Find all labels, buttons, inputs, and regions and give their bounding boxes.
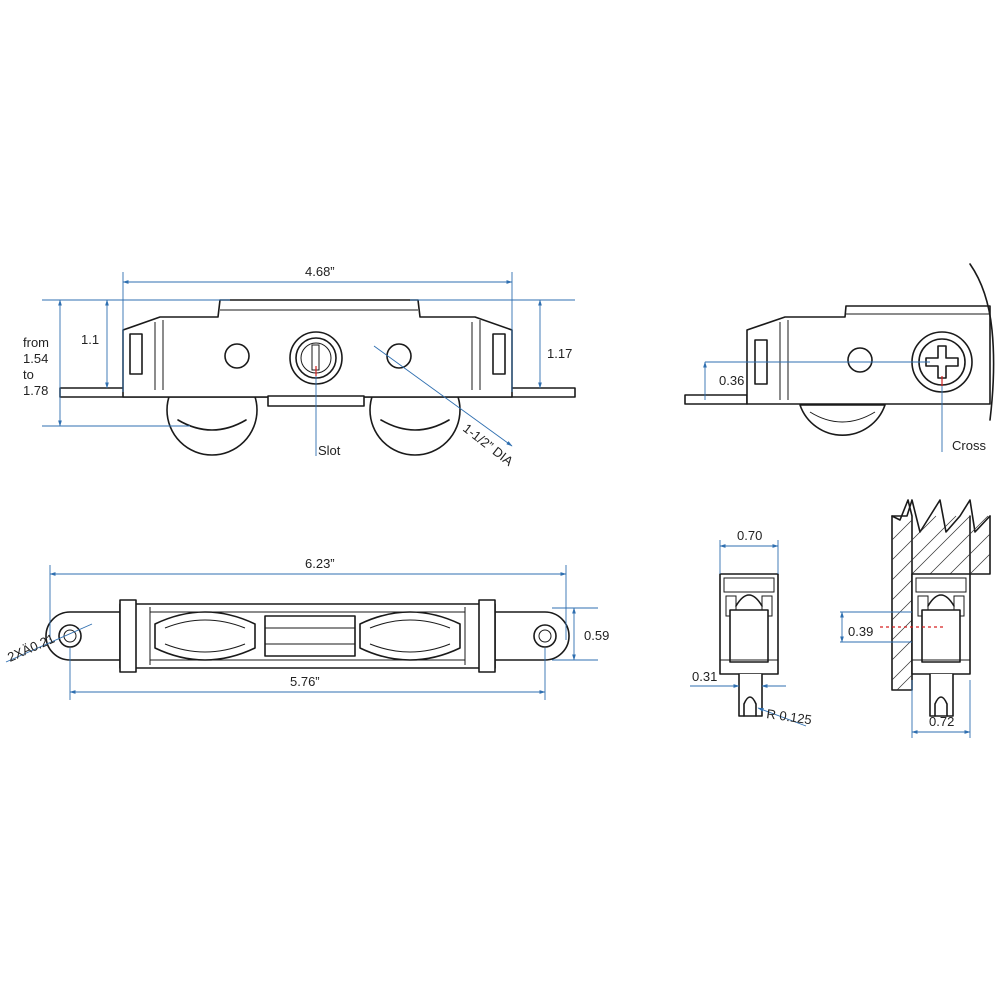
frame-left-wall: [891, 499, 913, 691]
radius-label: R 0.125: [766, 706, 813, 727]
bottom-right-hole: [533, 624, 557, 648]
bottom-width-label: 0.59: [584, 628, 609, 643]
offset-label: 0.39: [848, 624, 873, 639]
slot-label: Slot: [318, 443, 341, 458]
height-left-label: 1.1: [81, 332, 99, 347]
height-range-max: 1.78: [23, 383, 48, 398]
side-flange: [684, 394, 748, 405]
side-wheel: [799, 404, 886, 437]
wheel-width-label: 0.31: [692, 669, 717, 684]
installed-width-label: 0.72: [929, 714, 954, 729]
hole-spacing-label: 5.76”: [290, 674, 320, 689]
front-width-label: 4.68”: [305, 264, 335, 279]
front-left-hole: [224, 343, 250, 369]
height-range-min: 1.54: [23, 351, 48, 366]
bottom-left-wheel: [154, 611, 256, 661]
frame-right-wall: [969, 515, 991, 575]
section-view-dimensions: 0.70 0.31 R 0.125: [690, 528, 813, 727]
bottom-right-wheel: [359, 611, 461, 661]
section-width-label: 0.70: [737, 528, 762, 543]
side-view: [684, 263, 995, 437]
installed-view: [880, 499, 991, 717]
wheel-dia-label: 1-1/2” DIA: [460, 421, 516, 469]
side-view-dimensions: 0.36 Cross: [703, 361, 986, 453]
height-right-label: 1.17: [547, 346, 572, 361]
installed-view-dimensions: 0.39 0.72: [840, 611, 971, 738]
frame-hatching: [891, 515, 991, 691]
cross-label: Cross: [952, 438, 986, 453]
front-right-hole: [386, 343, 412, 369]
installed-wheel: [929, 673, 954, 717]
height-range-from: from: [23, 335, 49, 350]
hole-dia-label: 2XÄ0.21: [5, 631, 57, 665]
flange-height-label: 0.36: [719, 373, 744, 388]
height-range-to: to: [23, 367, 34, 382]
section-view: [719, 573, 779, 717]
overall-length-label: 6.23”: [305, 556, 335, 571]
bottom-left-hole: [58, 624, 82, 648]
section-wheel: [738, 673, 763, 717]
side-hole: [847, 347, 873, 373]
front-view: [59, 299, 576, 456]
bottom-view: [45, 599, 570, 673]
